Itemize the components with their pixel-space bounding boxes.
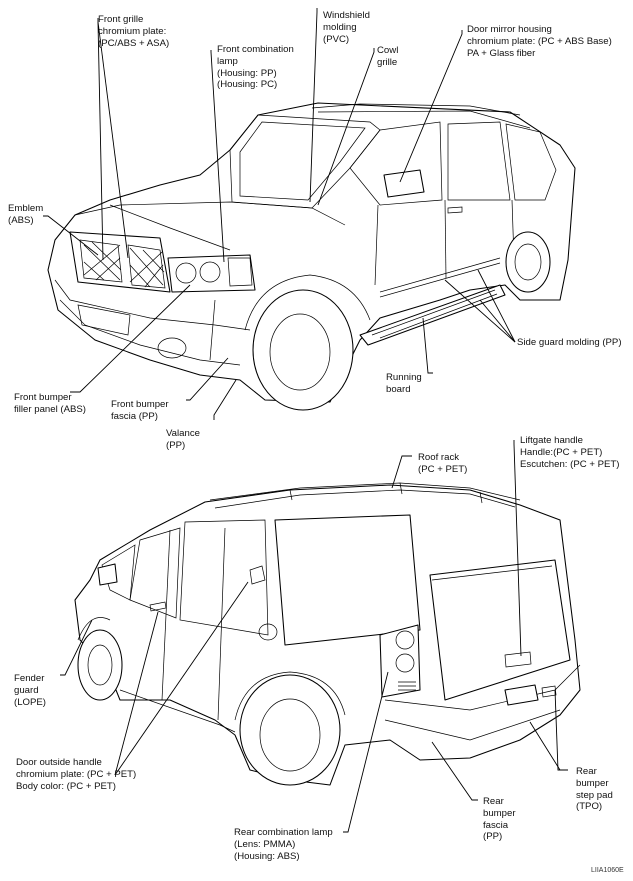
fender-guard-label: Fender guard (LOPE) (14, 673, 46, 708)
front-grille-label: Front grille chromium plate: (PC/ABS + A… (98, 14, 170, 49)
door-outside-handle-label: Door outside handle chromium plate: (PC … (16, 757, 137, 792)
door-mirror-housing-label: Door mirror housing chromium plate: (PC … (467, 24, 612, 59)
front-bumper-fascia-label: Front bumper fascia (PP) (111, 399, 169, 422)
valance-label: Valance (PP) (166, 428, 200, 451)
rear-bumper-step-pad-label: Rear bumper step pad (TPO) (576, 766, 613, 813)
figure-code: LIIA1060E (591, 867, 624, 874)
liftgate-handle-label: Liftgate handle Handle:(PC + PET) Escutc… (520, 435, 620, 470)
emblem-label: Emblem (ABS) (8, 203, 44, 226)
rear-combination-lamp-label: Rear combination lamp (Lens: PMMA) (Hous… (234, 827, 333, 862)
roof-rack-label: Roof rack (PC + PET) (418, 452, 468, 475)
cowl-grille-label: Cowl grille (377, 45, 399, 68)
front-combination-lamp-label: Front combination lamp (Housing: PP) (Ho… (217, 44, 294, 91)
rear-bumper-fascia-label: Rear bumper fascia (PP) (483, 796, 516, 843)
front-bumper-filler-panel-label: Front bumper filler panel (ABS) (14, 392, 86, 415)
side-guard-molding-label: Side guard molding (PP) (517, 337, 622, 348)
running-board-label: Running board (386, 372, 422, 395)
front-vehicle-drawing (47, 102, 576, 411)
rear-vehicle-drawing (74, 482, 581, 786)
windshield-molding-label: Windshield molding (PVC) (323, 10, 370, 45)
rear-leader-lines (60, 440, 568, 833)
front-leader-lines (43, 8, 516, 420)
